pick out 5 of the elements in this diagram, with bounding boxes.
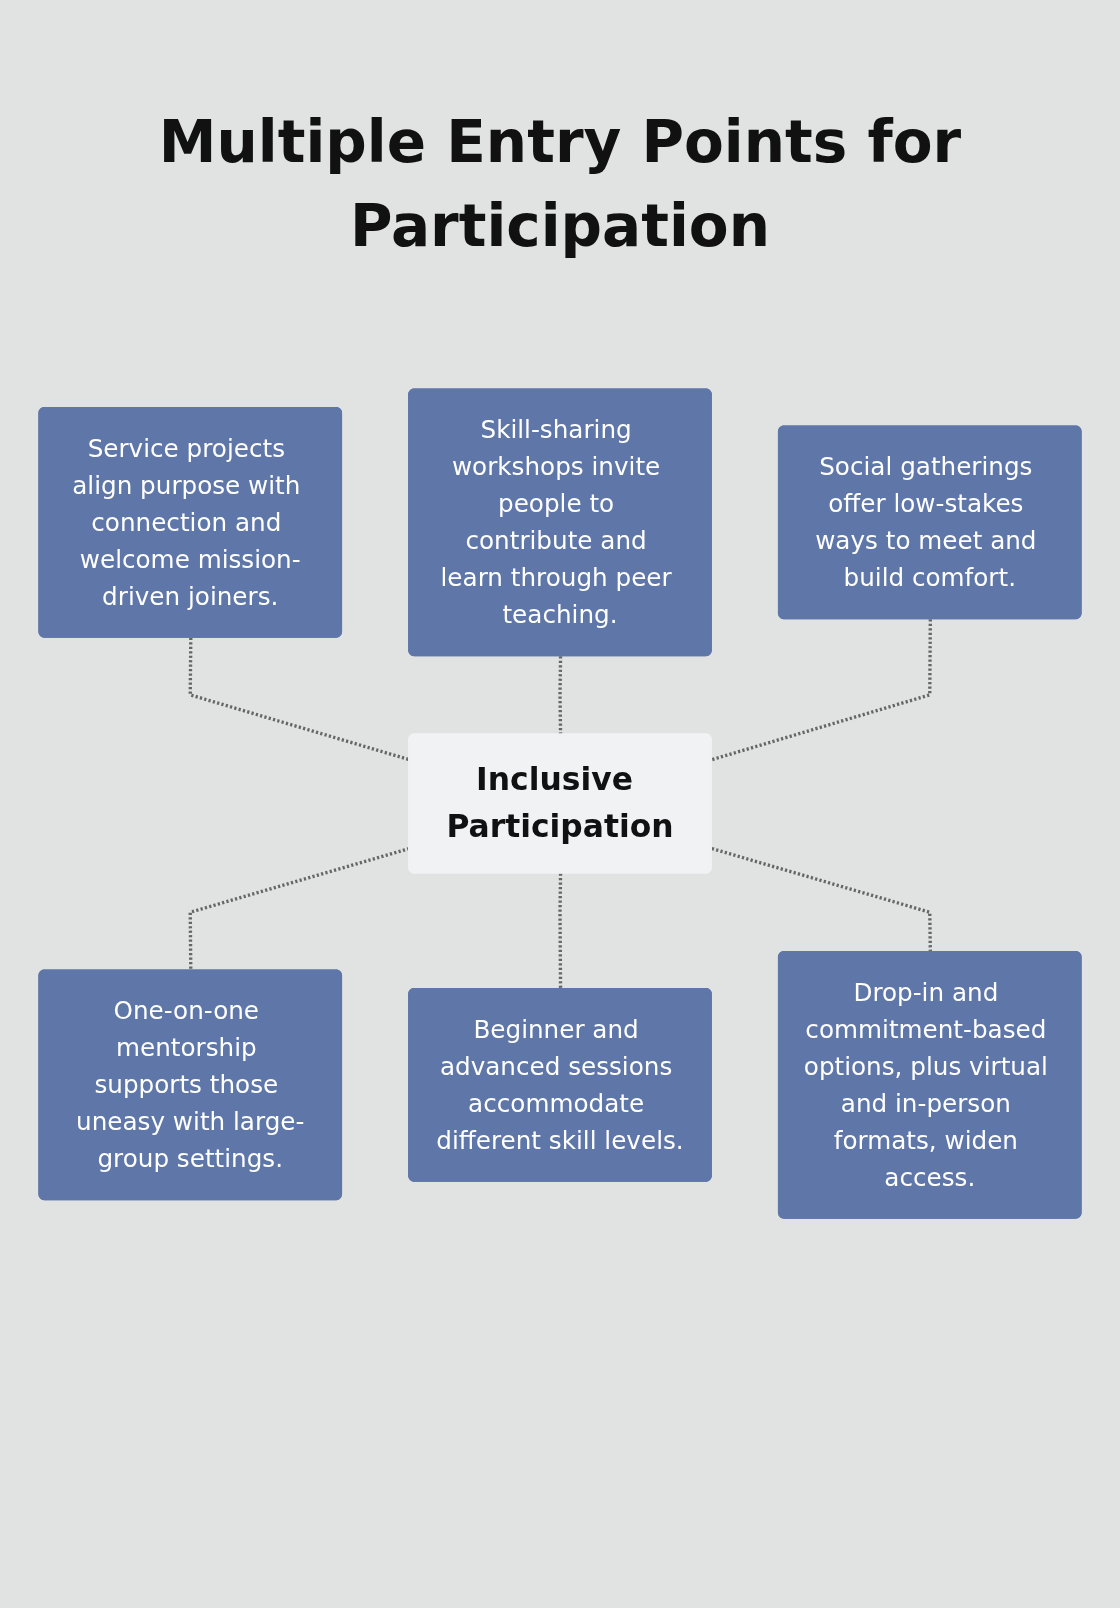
connector <box>558 656 563 735</box>
title: Multiple Entry Points for Participation <box>157 107 963 263</box>
connector <box>558 873 563 989</box>
connector <box>711 619 932 762</box>
connector <box>711 846 932 953</box>
